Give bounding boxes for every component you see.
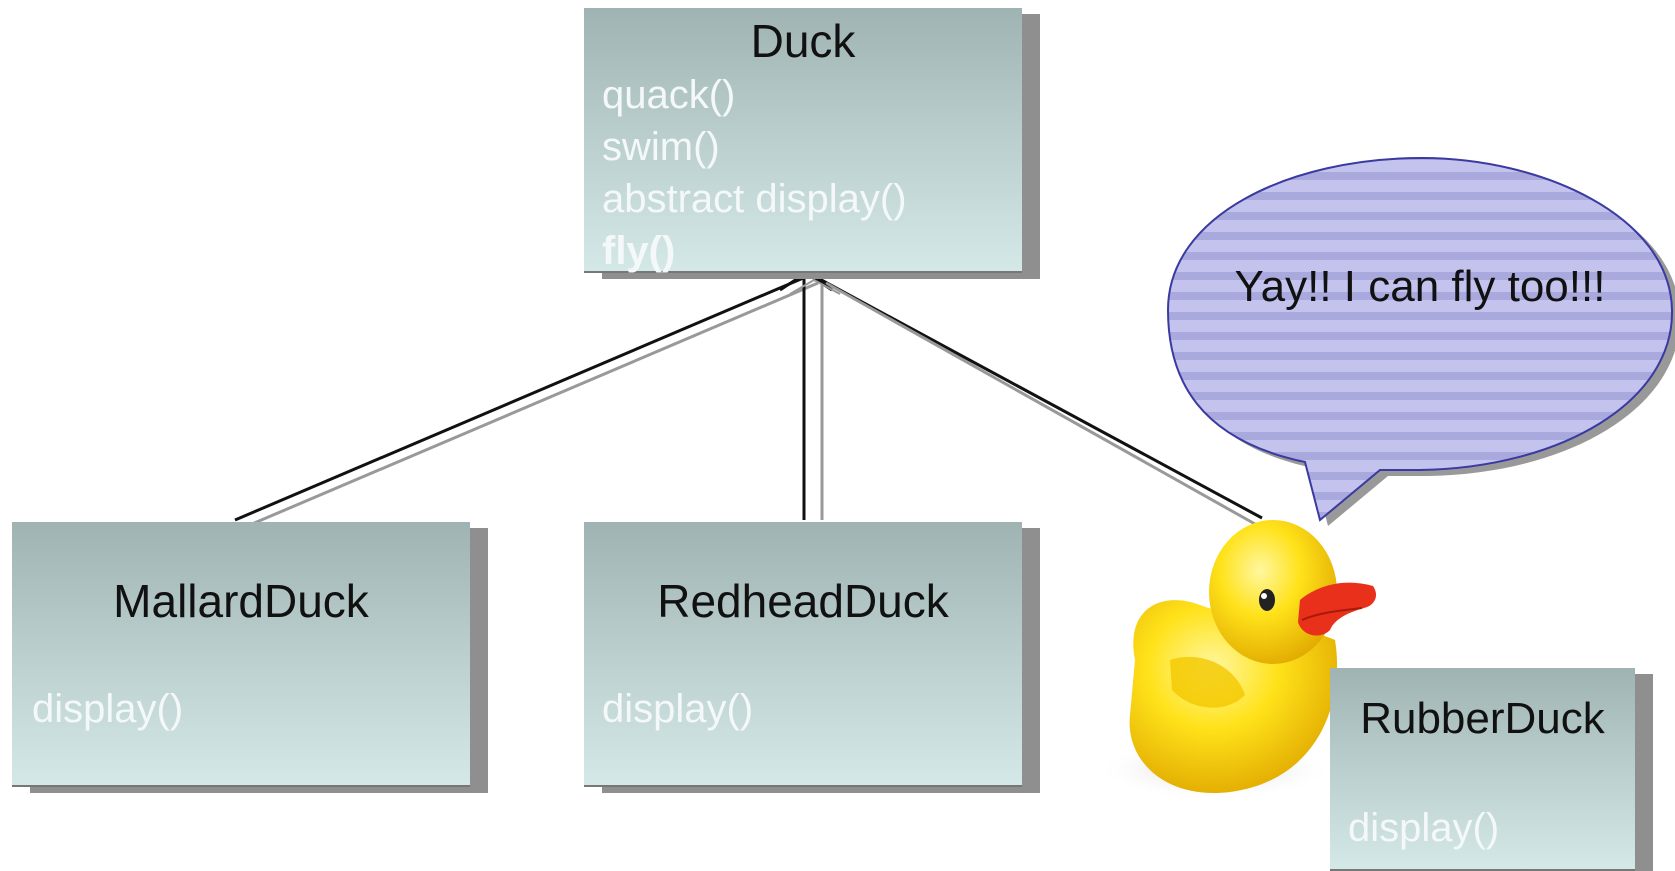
duck-method-fly: fly()	[602, 229, 676, 273]
duck-method-display: abstract display()	[602, 177, 907, 221]
speech-bubble	[1166, 156, 1675, 526]
redhead-duck-class-name: RedheadDuck	[657, 575, 949, 627]
duck-class-name: Duck	[750, 15, 856, 67]
duck-class-box: Duck quack() swim() abstract display() f…	[584, 8, 1022, 273]
inheritance-arrowhead	[779, 271, 841, 295]
redhead-duck-class-box: RedheadDuck display()	[584, 522, 1022, 787]
inheritance-arrow-redhead	[802, 276, 824, 520]
rubber-duck-class-box: RubberDuck display()	[1330, 668, 1635, 871]
rubber-duck-image	[1095, 520, 1377, 800]
mallard-duck-method-display: display()	[32, 687, 184, 731]
speech-bubble-text: Yay!! I can fly too!!!	[1234, 262, 1606, 311]
rubber-duck-class-name: RubberDuck	[1360, 694, 1605, 743]
mallard-duck-class-name: MallardDuck	[113, 575, 369, 627]
duck-method-swim: swim()	[602, 125, 720, 169]
rubber-duck-method-display: display()	[1348, 806, 1500, 850]
mallard-duck-class-box: MallardDuck display()	[12, 522, 470, 787]
inheritance-arrow-mallard	[234, 274, 819, 526]
inheritance-arrow-rubber	[813, 274, 1263, 526]
redhead-duck-method-display: display()	[602, 687, 754, 731]
duck-method-quack: quack()	[602, 73, 736, 117]
